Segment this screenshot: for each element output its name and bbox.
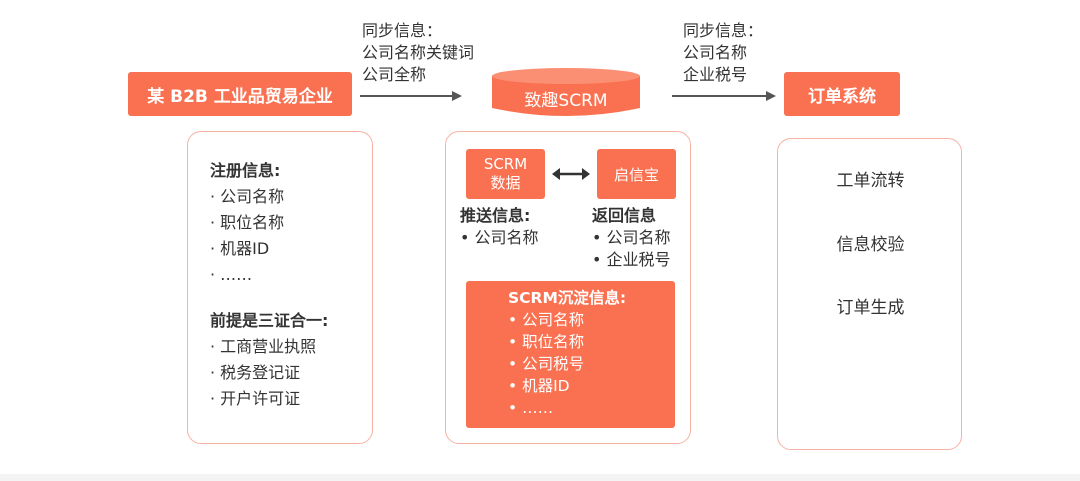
arrow-right-1 [360,91,462,101]
pre-title: 前提是三证合一: [210,311,329,330]
reg-title: 注册信息: [210,161,281,180]
sediment-item: • 职位名称 [508,333,585,351]
reg-item: · 公司名称 [210,187,285,206]
arrow2-line: 企业税号 [683,65,748,84]
order-system-box: 订单系统 [784,72,900,116]
sediment-title: SCRM沉淀信息: [508,289,627,307]
pre-item: · 开户许可证 [210,389,301,408]
return-item: • 公司名称 [592,228,671,247]
arrow1-line: 公司全称 [362,65,427,84]
pre-item: · 工商营业执照 [210,337,317,356]
push-item: • 公司名称 [460,228,539,247]
arrow-right-2 [672,91,776,101]
footer-divider [0,474,1080,481]
right-item: 工单流转 [836,171,905,191]
reg-item: · 职位名称 [210,213,285,232]
scrm-data-box: SCRM 数据 [466,149,545,199]
qixinbao-box: 启信宝 [597,149,676,199]
sediment-box: SCRM沉淀信息: • 公司名称 • 职位名称 • 公司税号 • 机器ID • … [466,281,675,428]
reg-item: · 机器ID [210,239,270,258]
double-arrow-icon [552,168,590,180]
right-panel: 工单流转 信息校验 订单生成 [777,138,962,450]
enterprise-label: 某 B2B 工业品贸易企业 [147,86,333,107]
arrow1-line: 公司名称关键词 [362,43,475,62]
scrm-cylinder: 致趣SCRM [488,64,644,120]
pre-item: · 税务登记证 [210,363,301,382]
sediment-item: • 公司名称 [508,311,585,329]
scrm-cylinder-label: 致趣SCRM [524,91,608,111]
push-title: 推送信息: [460,206,531,225]
scrm-data-line: 数据 [490,174,521,192]
arrow1-line: 同步信息： [362,21,443,40]
sediment-item: • 公司税号 [508,355,585,373]
qixinbao-label: 启信宝 [613,165,659,184]
enterprise-box: 某 B2B 工业品贸易企业 [128,72,352,116]
right-item: 订单生成 [836,298,905,318]
arrow2-line: 同步信息： [683,21,764,40]
left-panel: 注册信息: · 公司名称 · 职位名称 · 机器ID · …… 前提是三证合一:… [187,131,373,444]
arrow2-text: 同步信息： 公司名称 企业税号 [683,20,763,86]
arrow2-line: 公司名称 [683,43,748,62]
sediment-item: • …… [508,399,554,417]
reg-item: · …… [210,265,253,284]
right-item: 信息校验 [836,235,905,255]
return-title: 返回信息 [592,206,657,225]
middle-panel: SCRM 数据 启信宝 推送信息: • 公司名称 返回信息 • 公司名称 • 企… [445,131,691,444]
sediment-item: • 机器ID [508,377,570,395]
order-system-label: 订单系统 [808,86,876,107]
scrm-data-line: SCRM [483,155,528,173]
arrow1-text: 同步信息： 公司名称关键词 公司全称 [362,20,474,86]
return-item: • 企业税号 [592,250,671,269]
